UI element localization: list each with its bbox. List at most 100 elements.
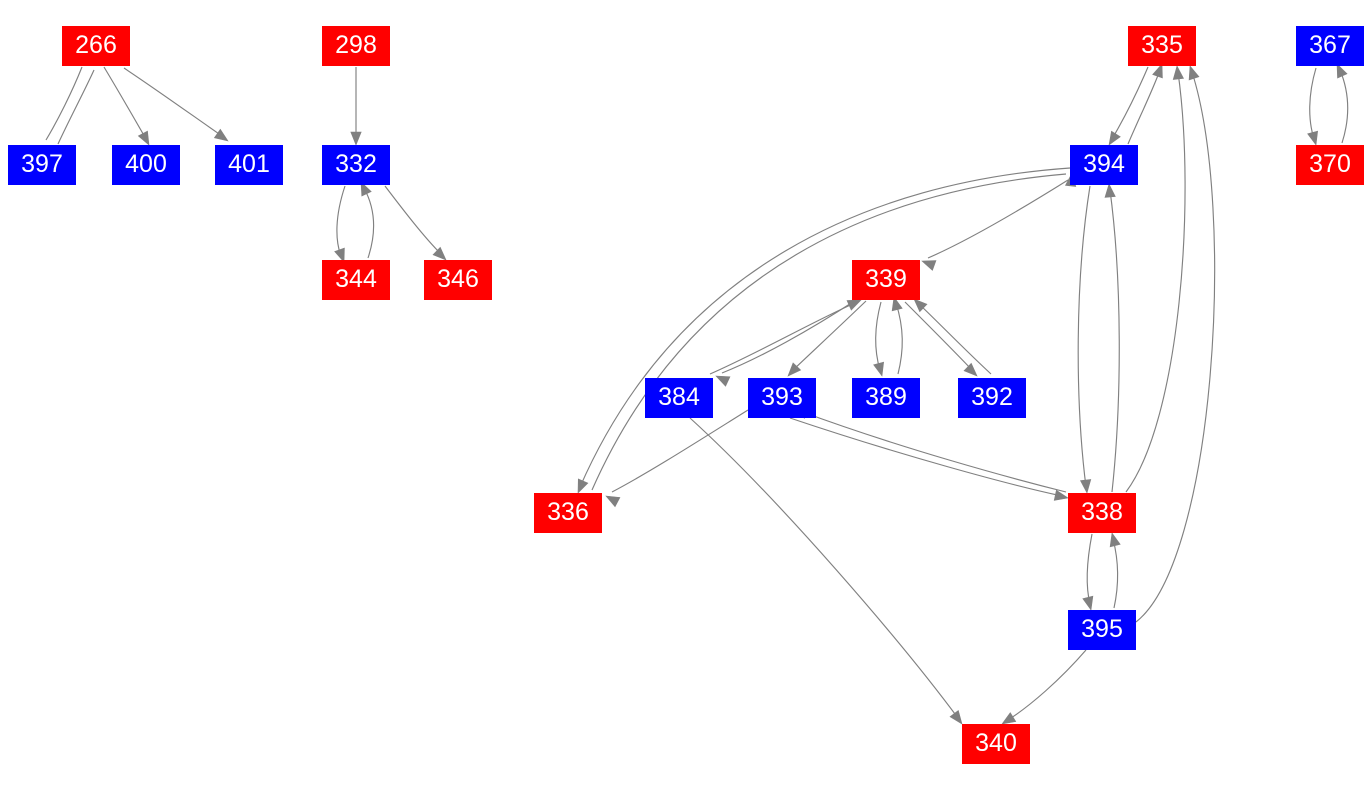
node-label: 338 — [1081, 497, 1123, 526]
node-label: 339 — [865, 264, 907, 293]
arrow-head-icon — [715, 375, 731, 387]
edge-338-394 — [1104, 183, 1120, 493]
edge-395-338 — [1109, 532, 1121, 609]
node-label: 389 — [865, 382, 907, 411]
edge-370-367 — [1336, 63, 1349, 144]
graph-node-392[interactable]: 392 — [958, 378, 1026, 418]
node-label: 384 — [658, 382, 700, 411]
arrow-head-icon — [913, 298, 928, 313]
graph-node-339[interactable]: 339 — [852, 260, 920, 300]
edge-394-335 — [1127, 63, 1163, 145]
edge-338-395 — [1082, 533, 1094, 611]
edge-line — [918, 303, 992, 375]
node-label: 344 — [335, 264, 377, 293]
graph-node-384[interactable]: 384 — [645, 378, 713, 418]
node-label: 370 — [1309, 149, 1351, 178]
graph-node-370[interactable]: 370 — [1296, 145, 1364, 185]
arrow-head-icon — [605, 495, 621, 508]
graph-node-340[interactable]: 340 — [962, 724, 1030, 764]
graph-node-367[interactable]: 367 — [1296, 26, 1364, 66]
edge-395-340 — [1001, 649, 1087, 725]
edge-line — [1339, 69, 1349, 144]
arrow-head-icon — [432, 246, 447, 261]
edge-line — [1111, 66, 1149, 140]
edge-line — [1127, 69, 1161, 145]
edge-line — [689, 417, 959, 719]
arrow-head-icon — [213, 128, 229, 142]
arrow-head-icon — [360, 181, 372, 197]
edge-line — [904, 301, 973, 371]
edge-line — [709, 302, 856, 375]
graph-node-338[interactable]: 338 — [1068, 493, 1136, 533]
edge-344-332 — [360, 181, 375, 259]
graph-node-393[interactable]: 393 — [748, 378, 816, 418]
graph-node-346[interactable]: 346 — [424, 260, 492, 300]
node-label: 298 — [335, 30, 377, 59]
edge-389-339 — [891, 296, 903, 375]
node-label: 395 — [1081, 614, 1123, 643]
arrow-head-icon — [1188, 65, 1200, 81]
node-label: 332 — [335, 149, 377, 178]
arrow-head-icon — [846, 299, 862, 311]
edge-line — [1125, 71, 1186, 493]
arrow-head-icon — [1082, 595, 1094, 611]
graph-node-389[interactable]: 389 — [852, 378, 920, 418]
arrow-head-icon — [1104, 183, 1116, 198]
edge-line — [103, 66, 147, 140]
edge-line — [384, 185, 442, 255]
edge-line — [57, 69, 95, 145]
edge-line — [875, 301, 882, 371]
edge-266-400 — [103, 66, 150, 146]
edge-335-394 — [1108, 66, 1149, 146]
node-label: 392 — [971, 382, 1013, 411]
arrow-head-icon — [1152, 63, 1163, 79]
edge-384-340 — [689, 417, 963, 725]
edge-line — [927, 179, 1069, 259]
edge-line — [895, 302, 903, 375]
edge-line — [791, 300, 867, 372]
graph-node-335[interactable]: 335 — [1128, 26, 1196, 66]
arrow-head-icon — [1001, 712, 1017, 725]
node-label: 336 — [547, 497, 589, 526]
graph-node-298[interactable]: 298 — [322, 26, 390, 66]
arrow-head-icon — [891, 296, 903, 312]
arrow-head-icon — [787, 362, 802, 377]
node-label: 401 — [228, 149, 270, 178]
graph-node-332[interactable]: 332 — [322, 145, 390, 185]
edge-395-335 — [1135, 65, 1216, 623]
arrow-head-icon — [1172, 65, 1185, 80]
arrow-head-icon — [1109, 532, 1121, 548]
graph-node-266[interactable]: 266 — [62, 26, 130, 66]
arrow-head-icon — [350, 131, 362, 146]
arrow-head-icon — [921, 260, 937, 271]
edge-line — [1077, 185, 1091, 488]
edge-line — [789, 417, 1063, 497]
edge-298-332 — [350, 67, 362, 146]
node-label: 340 — [975, 728, 1017, 757]
graph-node-344[interactable]: 344 — [322, 260, 390, 300]
arrow-head-icon — [1108, 130, 1121, 146]
graph-node-395[interactable]: 395 — [1068, 610, 1136, 650]
edge-394-338 — [1077, 185, 1092, 494]
edge-line — [45, 66, 83, 141]
edge-338-393 — [793, 408, 1067, 493]
node-label: 266 — [75, 30, 117, 59]
edge-332-344 — [334, 185, 346, 263]
edge-line — [363, 187, 375, 259]
edge-line — [1309, 67, 1317, 140]
edge-line — [1007, 649, 1087, 721]
arrow-head-icon — [334, 247, 345, 263]
graph-node-394[interactable]: 394 — [1070, 145, 1138, 185]
edge-339-393 — [787, 300, 867, 377]
edge-line — [1086, 533, 1093, 605]
graph-node-400[interactable]: 400 — [112, 145, 180, 185]
edge-339-392 — [904, 301, 978, 377]
graph-node-397[interactable]: 397 — [8, 145, 76, 185]
edge-line — [721, 299, 857, 374]
node-label: 335 — [1141, 30, 1183, 59]
graph-node-336[interactable]: 336 — [534, 493, 602, 533]
node-label: 393 — [761, 382, 803, 411]
graph-node-401[interactable]: 401 — [215, 145, 283, 185]
arrow-head-icon — [1079, 479, 1092, 494]
